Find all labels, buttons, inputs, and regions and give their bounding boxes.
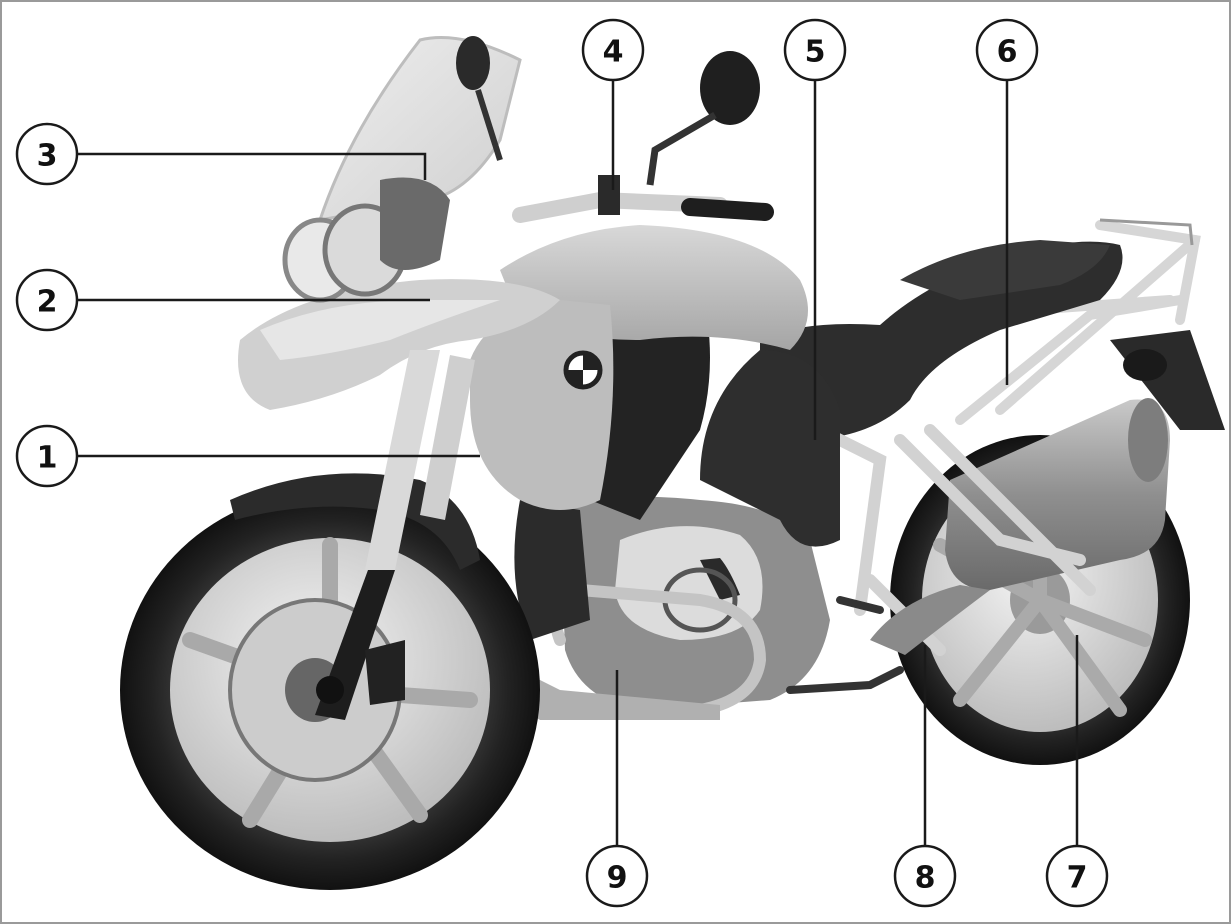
callout-1: 1 xyxy=(37,441,58,476)
leader-lines xyxy=(78,80,1079,845)
callout-circle-5 xyxy=(783,18,847,82)
skid-plate xyxy=(495,660,720,720)
seat xyxy=(760,240,1123,440)
callout-6: 6 xyxy=(997,35,1018,70)
callout-circle-7 xyxy=(1045,844,1109,908)
callout-5: 5 xyxy=(805,35,826,70)
handlebar xyxy=(512,175,774,223)
callout-circle-1 xyxy=(15,424,79,488)
motorcycle-illustration xyxy=(120,36,1225,890)
header-pipe xyxy=(870,585,990,655)
mirrors xyxy=(456,36,760,186)
callout-circle-3 xyxy=(15,122,79,186)
front-fork xyxy=(315,350,475,720)
callout-4: 4 xyxy=(603,35,624,70)
front-fairing xyxy=(238,279,560,410)
frame xyxy=(814,424,1096,656)
front-fender xyxy=(230,473,480,570)
callout-circle-4 xyxy=(581,18,645,82)
headlights xyxy=(282,177,450,303)
callout-circle-6 xyxy=(975,18,1039,82)
callout-8: 8 xyxy=(915,861,936,896)
fuel-tank xyxy=(470,225,808,510)
callout-circle-8 xyxy=(893,844,957,908)
callout-circle-2 xyxy=(15,268,79,332)
callout-2: 2 xyxy=(37,285,58,320)
callout-3: 3 xyxy=(37,139,58,174)
callout-circle-9 xyxy=(585,844,649,908)
leader-line-3 xyxy=(78,152,427,180)
callouts xyxy=(15,18,1109,908)
callout-9: 9 xyxy=(607,861,628,896)
callout-7: 7 xyxy=(1067,861,1088,896)
